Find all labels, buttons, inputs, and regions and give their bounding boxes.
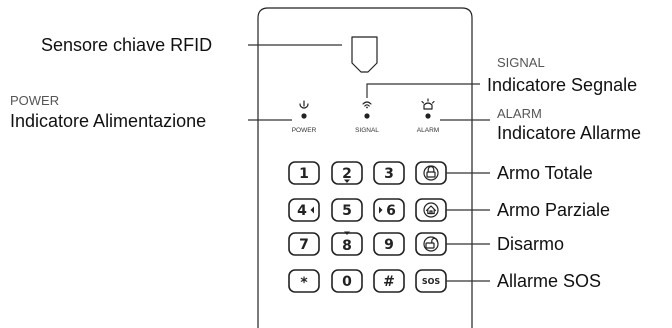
key-hash-label: # — [383, 274, 395, 290]
key-7-label: 7 — [299, 237, 309, 253]
power-led — [301, 113, 307, 119]
key-9-label: 9 — [384, 237, 394, 253]
lock-closed-icon — [423, 165, 439, 181]
key-3[interactable]: 3 — [373, 161, 405, 185]
power-caption: POWER — [10, 93, 59, 108]
alarm-caption: ALARM — [497, 106, 542, 121]
key-9[interactable]: 9 — [373, 232, 405, 256]
home-icon — [423, 202, 439, 218]
alarm-indicator: ALARM — [417, 98, 439, 134]
signal-led — [364, 113, 370, 119]
signal-caption: SIGNAL — [497, 55, 545, 70]
arm-partial-button[interactable] — [415, 198, 447, 222]
signal-indicator: SIGNAL — [355, 101, 379, 134]
lock-open-icon — [423, 236, 439, 252]
power-icon — [299, 100, 309, 109]
key-0[interactable]: 0 — [331, 269, 363, 293]
key-4-label: 4 — [297, 203, 307, 219]
arm-partial-label: Armo Parziale — [497, 200, 610, 220]
key-7[interactable]: 7 — [288, 232, 320, 256]
disarm-label: Disarmo — [497, 234, 564, 254]
signal-leader-line — [366, 83, 480, 98]
alarm-indicator-text: ALARM — [417, 127, 439, 134]
key-4[interactable]: 4 — [288, 198, 320, 222]
alarm-led — [425, 113, 431, 119]
rfid-label: Sensore chiave RFID — [41, 35, 212, 55]
key-0-label: 0 — [342, 274, 352, 290]
key-6[interactable]: 6 — [373, 198, 405, 222]
power-label: Indicatore Alimentazione — [10, 111, 206, 131]
arm-total-label: Armo Totale — [497, 163, 593, 183]
sos-label: Allarme SOS — [497, 271, 601, 291]
key-1-label: 1 — [299, 166, 309, 182]
key-8-label: 8 — [342, 238, 352, 254]
arrow-left-icon — [310, 206, 314, 214]
key-star[interactable]: * — [288, 269, 320, 293]
arm-total-button[interactable] — [415, 161, 447, 185]
alarm-light-icon — [421, 98, 435, 110]
key-star-label: * — [300, 275, 308, 291]
key-6-label: 6 — [386, 203, 396, 219]
key-1[interactable]: 1 — [288, 161, 320, 185]
arrow-right-icon — [379, 206, 383, 214]
arrow-down-icon — [344, 179, 350, 183]
signal-indicator-text: SIGNAL — [355, 127, 379, 134]
wifi-icon — [362, 101, 372, 109]
disarm-button[interactable] — [415, 232, 447, 256]
key-hash[interactable]: # — [373, 269, 405, 293]
sos-button[interactable]: SOS — [415, 269, 447, 293]
arrow-up-icon — [344, 231, 350, 235]
key-2-label: 2 — [342, 166, 352, 182]
key-5[interactable]: 5 — [331, 198, 363, 222]
alarm-label: Indicatore Allarme — [497, 123, 641, 143]
key-8[interactable]: 8 — [331, 231, 363, 256]
power-indicator: POWER — [292, 100, 317, 134]
power-indicator-text: POWER — [292, 127, 317, 134]
rfid-sensor-icon — [351, 36, 378, 73]
key-5-label: 5 — [342, 203, 352, 219]
sos-button-label: SOS — [422, 277, 441, 286]
key-3-label: 3 — [384, 166, 394, 182]
key-2[interactable]: 2 — [331, 161, 363, 185]
signal-label: Indicatore Segnale — [487, 75, 637, 95]
